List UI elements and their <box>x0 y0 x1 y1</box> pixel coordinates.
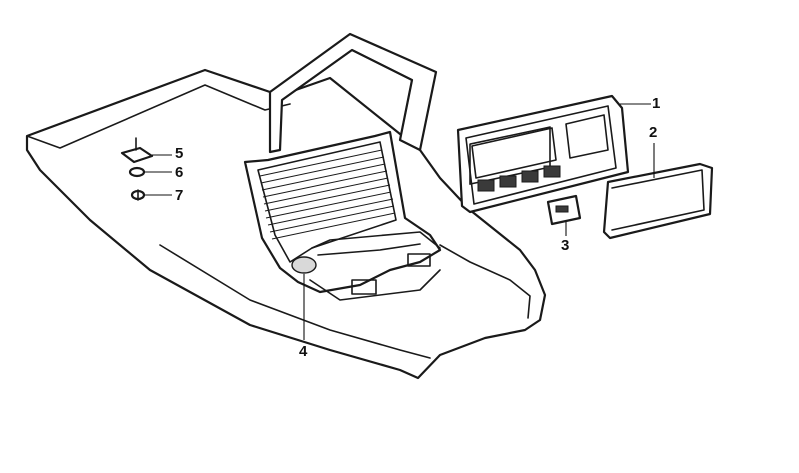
washer <box>128 166 146 178</box>
grille-slats <box>259 149 396 240</box>
callout-5: 5 <box>175 145 184 162</box>
small-switch-cover <box>546 194 582 226</box>
screw <box>130 189 146 201</box>
callout-4: 4 <box>299 343 308 360</box>
callout-6: 6 <box>175 164 184 181</box>
callout-3: 3 <box>561 237 570 254</box>
leader-lines <box>144 103 655 340</box>
upper-back-panel <box>268 32 438 154</box>
callout-2: 2 <box>649 124 658 141</box>
instrument-bezel <box>456 94 630 214</box>
lens-panel <box>602 162 714 240</box>
clip-nut <box>120 137 154 164</box>
callout-1: 1 <box>652 95 661 112</box>
callout-7: 7 <box>175 187 184 204</box>
grille-panel <box>243 130 442 301</box>
